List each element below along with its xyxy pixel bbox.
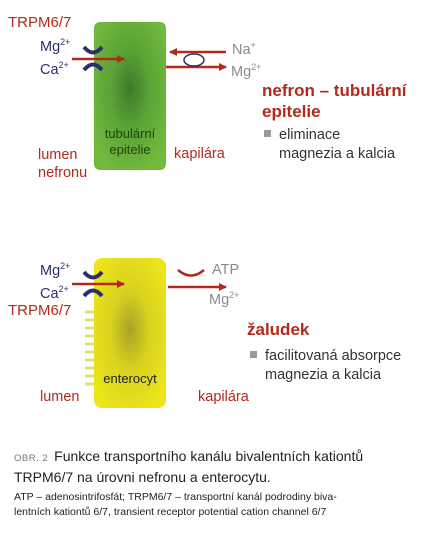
atp-label: ATP <box>212 262 240 278</box>
trpm-channel-bottom-upper <box>82 270 104 280</box>
ca-label-bottom: Ca2+ <box>40 284 69 303</box>
lumen-label-bottom: lumen <box>40 389 80 405</box>
kapilara-label-top: kapilára <box>174 146 225 162</box>
cell-label-bottom: enterocyt <box>103 371 157 386</box>
trpm-channel-top-upper <box>82 45 104 55</box>
mg-out-label-top: Mg2+ <box>231 62 262 81</box>
heading-nefron: nefron – tubulární epitelie <box>262 81 407 121</box>
trpm-channel-bottom-lower <box>82 288 104 298</box>
mg-label-bottom: Mg2+ <box>40 261 71 280</box>
mg-label-top: Mg2+ <box>40 37 71 56</box>
trpm-label-top: TRPM6/7 <box>8 14 72 31</box>
enterocyte-cell <box>94 258 166 408</box>
lumen-nefronu-label: lumen nefronu <box>38 147 88 181</box>
heading-zaludek: žaludek <box>247 320 310 339</box>
bullet-nefron: eliminace magnezia a kalcia <box>264 126 395 164</box>
kapilara-label-bottom: kapilára <box>198 389 249 405</box>
bullet-zaludek: facilitovaná absorpce magnezia a kalcia <box>250 347 401 385</box>
bullet-square-icon <box>264 130 271 137</box>
trpm-label-bottom: TRPM6/7 <box>8 302 72 319</box>
cell-label-top: tubulární epitelie <box>104 126 156 157</box>
microvilli <box>85 310 94 386</box>
atp-pump <box>177 269 205 277</box>
exchanger-ellipse <box>183 53 205 67</box>
bullet-square-icon <box>250 351 257 358</box>
ca-label-top: Ca2+ <box>40 60 69 79</box>
trpm-channel-top-lower <box>82 62 104 72</box>
mg-out-label-bottom: Mg2+ <box>209 290 240 309</box>
na-label: Na+ <box>232 40 256 59</box>
figure-footnote: ATP – adenosintrifosfát; TRPM6/7 – trans… <box>14 491 337 518</box>
